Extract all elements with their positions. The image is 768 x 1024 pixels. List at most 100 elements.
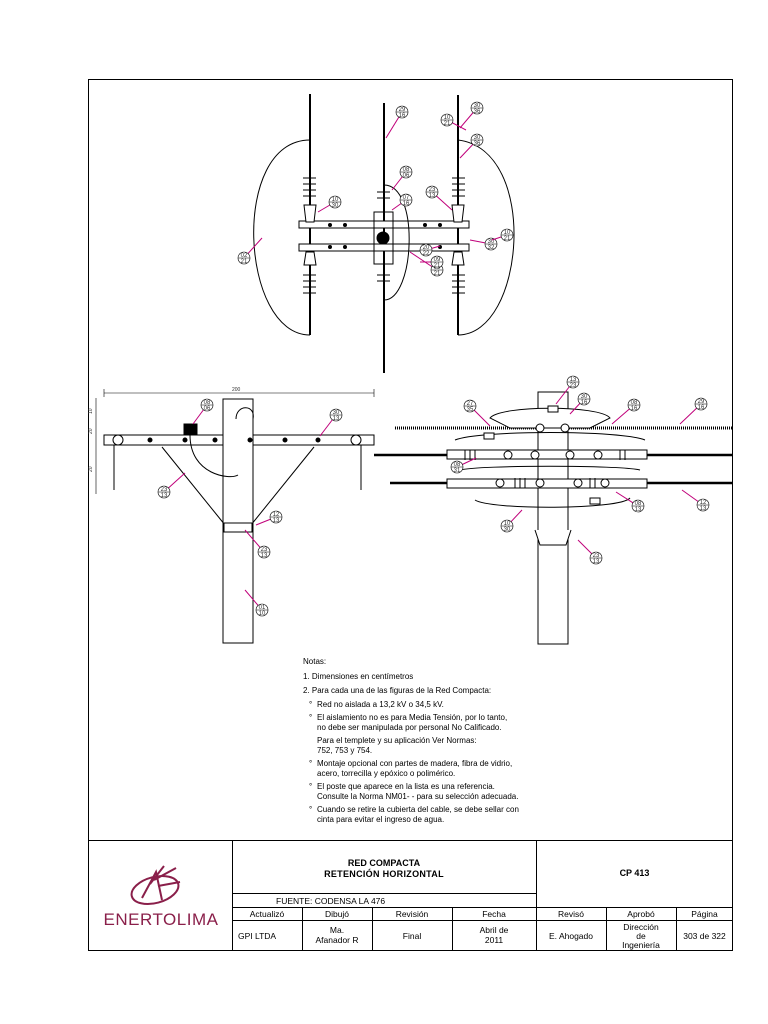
- left-dimension-2: 20: [88, 428, 94, 434]
- tag-number-bottom: 30: [332, 203, 339, 209]
- tag-number-bottom: 22: [423, 251, 430, 257]
- value-aprobo-line-3: Ingeniería: [622, 940, 660, 950]
- note-bullet-line: Cuando se retire la cubierta del cable, …: [317, 805, 519, 814]
- enertolima-logo-icon: [130, 865, 181, 906]
- tag-number-top: 27: [467, 401, 474, 407]
- tag-number-top: 10: [504, 521, 511, 527]
- tag-number-top: 10: [504, 230, 511, 236]
- tag-number-bottom: 13: [273, 518, 280, 524]
- dimension-labels: 200 10 20 20: [88, 387, 241, 472]
- tag-number-bottom: 30: [504, 527, 511, 533]
- note-bullet-list: °Red no aislada a 13,2 kV o 34,5 kV.°El …: [303, 700, 563, 825]
- bullet-mark: °: [309, 700, 313, 709]
- tag-number-top: 08: [454, 462, 461, 468]
- tag-number-top: 08: [631, 400, 638, 406]
- tag-number-top: 30: [488, 239, 495, 245]
- note-bullet-line: no debe ser manipulada por personal No C…: [317, 723, 502, 732]
- tag-number-top: 20: [423, 245, 430, 251]
- tag-number-top: 12: [700, 500, 707, 506]
- tag-number-bottom: 13: [333, 416, 340, 422]
- note-bullet-line: Montaje opcional con partes de madera, f…: [317, 759, 513, 768]
- value-reviso: E. Ahogado: [549, 931, 593, 941]
- tag-number-top: 08: [204, 400, 211, 406]
- notes-section: Notas: 1. Dimensiones en centímetros 2. …: [303, 657, 563, 828]
- tag-number-bottom: 10: [259, 611, 266, 617]
- tag-number-bottom: 06: [204, 406, 211, 412]
- tag-number-top: 23: [429, 187, 436, 193]
- tag-number-top: 29: [399, 107, 406, 113]
- note-bullet: °Para el templete y su aplicación Ver No…: [303, 736, 563, 756]
- tag-number-bottom: 31: [454, 468, 461, 474]
- tag-number-top: 30: [474, 103, 481, 109]
- note-bullet-line: Consulte la Norma NM01- - para su selecc…: [317, 792, 519, 801]
- tag-number-bottom: 16: [403, 201, 410, 207]
- bullet-mark: °: [309, 782, 313, 791]
- tag-number-top: 07: [403, 195, 410, 201]
- tag-number-bottom: 21: [241, 259, 248, 265]
- drawing-code: CP 413: [619, 868, 650, 878]
- tag-number-top: 01: [259, 605, 266, 611]
- tag-number-top: 09: [434, 257, 441, 263]
- header-aprobo: Aprobó: [627, 909, 655, 919]
- left-dimension-3: 20: [88, 466, 94, 472]
- note-bullet-line: Para el templete y su aplicación Ver Nor…: [317, 736, 477, 745]
- top-view-drawing: [253, 94, 515, 373]
- value-revision: Final: [402, 931, 422, 941]
- note-bullet-line: cinta para evitar el ingreso de agua.: [317, 815, 445, 824]
- value-dibujo-line-2: Afanador R: [315, 935, 359, 945]
- header-reviso: Revisó: [558, 909, 584, 919]
- tag-number-bottom: 16: [698, 405, 705, 411]
- value-actualizo: GPI LTDA: [238, 931, 277, 941]
- tag-number-top: 23: [261, 547, 268, 553]
- header-revision: Revisión: [395, 909, 429, 919]
- notes-title: Notas:: [303, 657, 327, 666]
- tag-number-bottom: 16: [631, 406, 638, 412]
- header-dibujo: Dibujó: [324, 909, 350, 919]
- note-item-2: 2. Para cada una de las figuras de la Re…: [303, 686, 492, 695]
- callout-tags: 2916303630360806103023130921303210210221…: [157, 101, 710, 617]
- value-fecha-line-2: 2011: [484, 935, 504, 945]
- tag-number-bottom: 13: [700, 506, 707, 512]
- title-block: ENERTOLIMA RED COMPACTA RETENCIÓN HORIZO…: [88, 840, 733, 951]
- tag-number-bottom: 21: [504, 236, 511, 242]
- drawing-title-line-1: RED COMPACTA: [347, 858, 421, 868]
- source-text: FUENTE: CODENSA LA 476: [276, 896, 386, 906]
- note-bullet: °Red no aislada a 13,2 kV o 34,5 kV.: [303, 700, 563, 710]
- tag-number-top: 02: [241, 253, 248, 259]
- side-view-drawing: [374, 391, 732, 645]
- front-view-drawing: [95, 389, 375, 644]
- tag-number-bottom: 13: [593, 559, 600, 565]
- note-bullet-line: El aislamiento no es para Media Tensión,…: [317, 713, 508, 722]
- tag-number-top: 12: [273, 512, 280, 518]
- value-aprobo-line-2: de: [636, 931, 646, 941]
- tag-number-bottom: 21: [434, 263, 441, 269]
- tag-number-bottom: 23: [570, 383, 577, 389]
- tag-number-bottom: 36: [474, 141, 481, 147]
- bullet-mark: °: [309, 759, 313, 768]
- tag-number-bottom: 32: [488, 245, 495, 251]
- tag-number-top: 30: [333, 410, 340, 416]
- tag-number-bottom: 21: [434, 271, 441, 277]
